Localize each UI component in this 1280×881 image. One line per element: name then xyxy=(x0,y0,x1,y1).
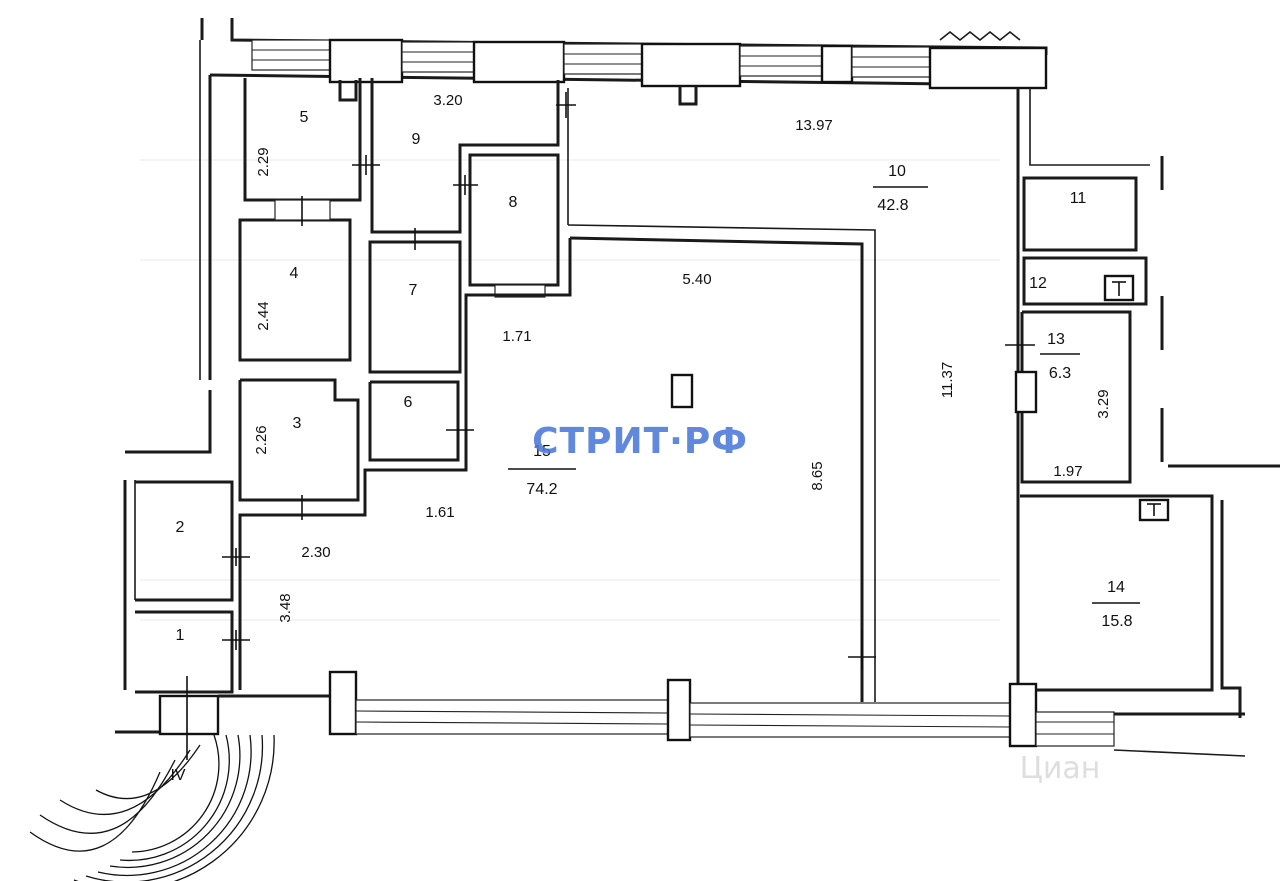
top-outer-wall xyxy=(200,18,1048,106)
room-6 xyxy=(368,380,460,462)
window-top-4 xyxy=(739,45,823,77)
room-2-number: 2 xyxy=(176,519,185,536)
room-12-number: 12 xyxy=(1029,275,1047,292)
pillar-top-3 xyxy=(640,42,742,88)
room-15 xyxy=(238,88,876,702)
room-11-number: 11 xyxy=(1070,190,1087,207)
room-4-number: 4 xyxy=(290,265,299,282)
room-10-area: 42.8 xyxy=(877,197,908,214)
pillar-top-5 xyxy=(928,46,1048,90)
dim-room-15-b: 1.71 xyxy=(502,328,531,345)
vertical-dimension-labels: 2.29 2.44 2.26 3.48 8.65 11.37 3.29 xyxy=(253,147,1112,622)
room-8 xyxy=(468,153,560,298)
dim-room-15-f: 3.48 xyxy=(277,593,294,622)
dim-room-5-height: 2.29 xyxy=(255,147,272,176)
dim-room-10-height: 11.37 xyxy=(939,362,956,398)
room-13 xyxy=(1014,310,1132,484)
room-1-number: 1 xyxy=(176,627,185,644)
room-11 xyxy=(1022,176,1138,252)
window-top-2 xyxy=(401,41,475,73)
room-3-number: 3 xyxy=(293,415,302,432)
room-14-area: 15.8 xyxy=(1101,613,1132,630)
pillar-top-4 xyxy=(820,44,854,84)
area-labels: 42.8 6.3 15.8 74.2 xyxy=(526,197,1132,630)
dim-room-15-e: 2.30 xyxy=(301,544,330,561)
room-labels: 1 2 3 4 5 6 7 8 9 10 11 12 13 14 15 xyxy=(176,109,1125,644)
window-bottom-2 xyxy=(689,702,1011,738)
column-marker xyxy=(670,373,694,409)
left-outer-wall xyxy=(123,40,212,690)
pillar-top-2 xyxy=(472,40,566,84)
window-bottom-3 xyxy=(1035,711,1115,747)
room-15-area: 74.2 xyxy=(526,481,557,498)
watermark-logo: СТРИТ·РФ xyxy=(532,421,748,462)
room-5 xyxy=(243,78,362,202)
entrance-steps xyxy=(29,734,275,881)
door-marks xyxy=(186,92,1035,760)
dim-room-9-width: 3.20 xyxy=(433,92,462,109)
room-15-number: 15 xyxy=(533,443,551,460)
room-8-number: 8 xyxy=(509,194,518,211)
right-outer-wall xyxy=(1160,156,1280,718)
bottom-outer-wall xyxy=(115,670,1246,757)
room-13-number: 13 xyxy=(1047,331,1065,348)
entrance-pillar xyxy=(158,694,220,736)
window-bottom-1 xyxy=(355,699,669,735)
room-14 xyxy=(1020,494,1214,692)
room-9-number: 9 xyxy=(412,131,421,148)
room-13-area: 6.3 xyxy=(1049,365,1071,382)
dim-room-10-width: 13.97 xyxy=(795,117,833,134)
dim-room-15-a: 5.40 xyxy=(682,271,711,288)
dimension-labels: 3.20 13.97 5.40 1.71 1.61 2.30 1.97 xyxy=(301,92,1082,561)
room-6-number: 6 xyxy=(404,394,413,411)
dim-room-4-height: 2.44 xyxy=(255,301,272,330)
dim-room-13-width: 1.97 xyxy=(1053,463,1082,480)
room-10-number: 10 xyxy=(888,163,906,180)
pillar-top-1 xyxy=(328,38,404,84)
room-2 xyxy=(135,480,234,602)
room-7 xyxy=(368,240,462,374)
window-top-1 xyxy=(251,39,331,71)
window-top-3 xyxy=(563,43,643,75)
room-12 xyxy=(1022,256,1148,306)
room-14-number: 14 xyxy=(1107,579,1125,596)
room-9 xyxy=(370,78,560,234)
watermark-corner: Циан xyxy=(1020,751,1101,786)
dim-room-3-height: 2.26 xyxy=(253,425,270,454)
dim-room-15-d: 1.61 xyxy=(425,504,454,521)
room-3 xyxy=(238,378,360,502)
dim-room-15-c: 8.65 xyxy=(809,461,826,490)
background-ghost-lines xyxy=(140,159,1000,621)
room-1 xyxy=(135,610,234,694)
window-top-5 xyxy=(851,46,931,78)
dim-room-13-height: 3.29 xyxy=(1095,389,1112,418)
room-5-number: 5 xyxy=(300,109,309,126)
fraction-lines xyxy=(508,186,1140,604)
room-7-number: 7 xyxy=(409,282,418,299)
section-mark: IV xyxy=(170,767,185,784)
